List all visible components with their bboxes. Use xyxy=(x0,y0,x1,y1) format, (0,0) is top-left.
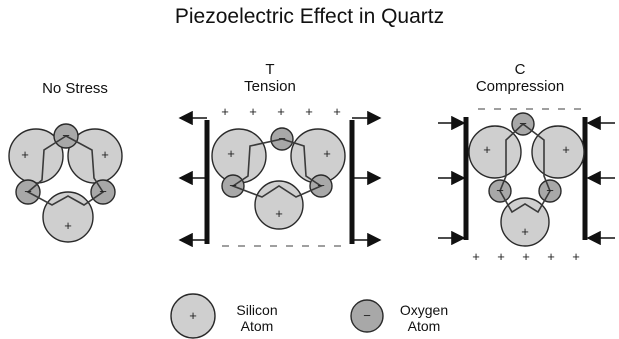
minus-sign: − xyxy=(496,183,504,198)
plus-sign: + xyxy=(547,249,555,264)
plus-sign: + xyxy=(21,147,29,162)
minus-sign: − xyxy=(62,128,70,143)
tension-lattice xyxy=(178,110,382,248)
plus-sign: + xyxy=(497,249,505,264)
diagram-title: Piezoelectric Effect in Quartz xyxy=(174,5,445,28)
minus-sign: − xyxy=(546,183,554,198)
plus-sign: + xyxy=(305,104,313,119)
plus-sign: + xyxy=(64,218,72,233)
label-compression: C Compression xyxy=(460,61,580,95)
silicon-atom xyxy=(211,128,267,184)
legend xyxy=(170,293,384,339)
compression-letter: C xyxy=(514,61,526,78)
plus-sign: + xyxy=(333,104,341,119)
compression-lattice xyxy=(438,108,615,247)
no-stress-lattice xyxy=(8,123,123,243)
plus-sign: + xyxy=(472,249,480,264)
minus-sign: − xyxy=(519,116,527,131)
minus-sign: − xyxy=(24,184,32,199)
minus-sign: − xyxy=(99,184,107,199)
silicon-atom xyxy=(254,180,304,230)
plus-sign: + xyxy=(227,146,235,161)
plus-sign: + xyxy=(249,104,257,119)
minus-sign: − xyxy=(278,131,286,146)
legend-plus-sign: + xyxy=(189,308,197,323)
plus-sign: + xyxy=(101,147,109,162)
bond-lines xyxy=(499,123,551,214)
plus-sign: + xyxy=(522,249,530,264)
silicon-atom xyxy=(500,197,550,247)
plus-sign: + xyxy=(275,206,283,221)
legend-silicon-atom xyxy=(170,293,216,339)
legend-minus-sign: − xyxy=(363,308,371,323)
plus-sign: + xyxy=(277,104,285,119)
tension-letter: T xyxy=(265,61,275,78)
silicon-atom xyxy=(531,125,585,179)
plus-sign: + xyxy=(562,142,570,157)
silicon-atom xyxy=(42,191,94,243)
plus-sign: + xyxy=(572,249,580,264)
legend-oxygen-atom xyxy=(350,299,384,333)
bond-lines xyxy=(231,138,323,198)
tension-text: Tension xyxy=(244,78,296,95)
plus-sign: + xyxy=(221,104,229,119)
compression-text: Compression xyxy=(475,78,565,95)
label-no-stress: No Stress xyxy=(42,80,108,97)
minus-sign: − xyxy=(229,178,237,193)
plus-sign: + xyxy=(323,146,331,161)
legend-silicon-label: Silicon Atom xyxy=(236,302,278,334)
plus-sign: + xyxy=(521,224,529,239)
plus-sign: + xyxy=(483,142,491,157)
legend-oxygen-label: Oxygen Atom xyxy=(399,302,449,334)
bond-lines xyxy=(26,135,105,206)
label-tension: T Tension xyxy=(230,61,310,95)
minus-sign: − xyxy=(317,178,325,193)
